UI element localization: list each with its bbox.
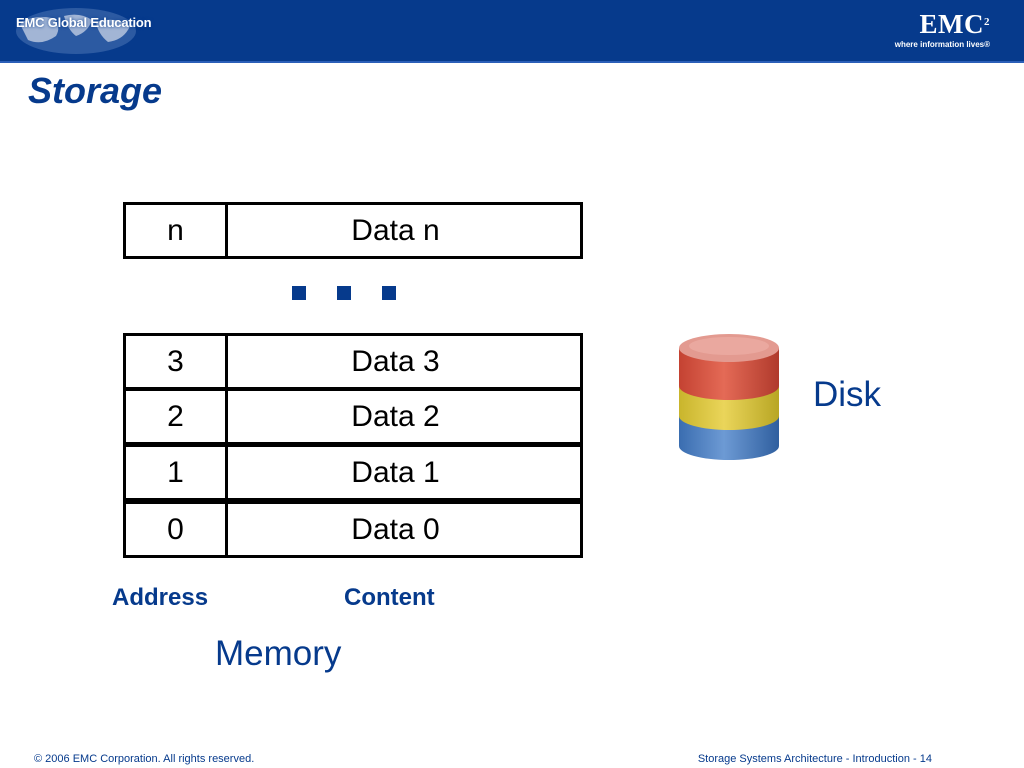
memory-row-1: 1 Data 1 <box>123 444 583 501</box>
memory-address: 3 <box>126 336 228 387</box>
emc-global-education-logo: EMC Global Education <box>12 6 152 56</box>
disk-label: Disk <box>813 375 882 414</box>
memory-content: Data 2 <box>351 399 440 433</box>
memory-caption: Memory <box>215 634 342 673</box>
emc-logo: EMC2 where information lives® <box>895 10 990 50</box>
ellipsis-marker <box>292 286 427 305</box>
memory-content: Data 1 <box>351 455 440 489</box>
content-label: Content <box>344 584 435 611</box>
ellipsis-dot <box>382 286 396 300</box>
memory-content: Data 3 <box>351 344 440 378</box>
ellipsis-dot <box>337 286 351 300</box>
memory-row-n: n Data n <box>123 202 583 259</box>
memory-address: 2 <box>126 391 228 442</box>
address-label: Address <box>112 584 209 611</box>
memory-row-2: 2 Data 2 <box>123 388 583 445</box>
header-divider <box>0 61 1024 63</box>
page-title: Storage <box>28 70 163 111</box>
footer-copyright: © 2006 EMC Corporation. All rights reser… <box>34 753 255 765</box>
memory-content: Data n <box>351 213 440 247</box>
ellipsis-dot <box>292 286 306 300</box>
footer-slide-info: Storage Systems Architecture - Introduct… <box>697 753 932 765</box>
emc-brand-superscript: 2 <box>984 16 990 28</box>
memory-row-3: 3 Data 3 <box>123 333 583 390</box>
disk-icon <box>677 330 781 462</box>
memory-address: 0 <box>126 504 228 555</box>
memory-row-0: 0 Data 0 <box>123 501 583 558</box>
memory-address: n <box>126 205 228 256</box>
emc-brand: EMC <box>919 9 984 39</box>
globe-icon <box>16 8 136 54</box>
memory-address: 1 <box>126 447 228 498</box>
memory-content: Data 0 <box>351 512 440 546</box>
edu-logo-text: EMC Global Education <box>16 15 152 30</box>
emc-tagline: where information lives® <box>894 40 990 49</box>
header-band: EMC Global Education EMC2 where informat… <box>0 0 1024 61</box>
